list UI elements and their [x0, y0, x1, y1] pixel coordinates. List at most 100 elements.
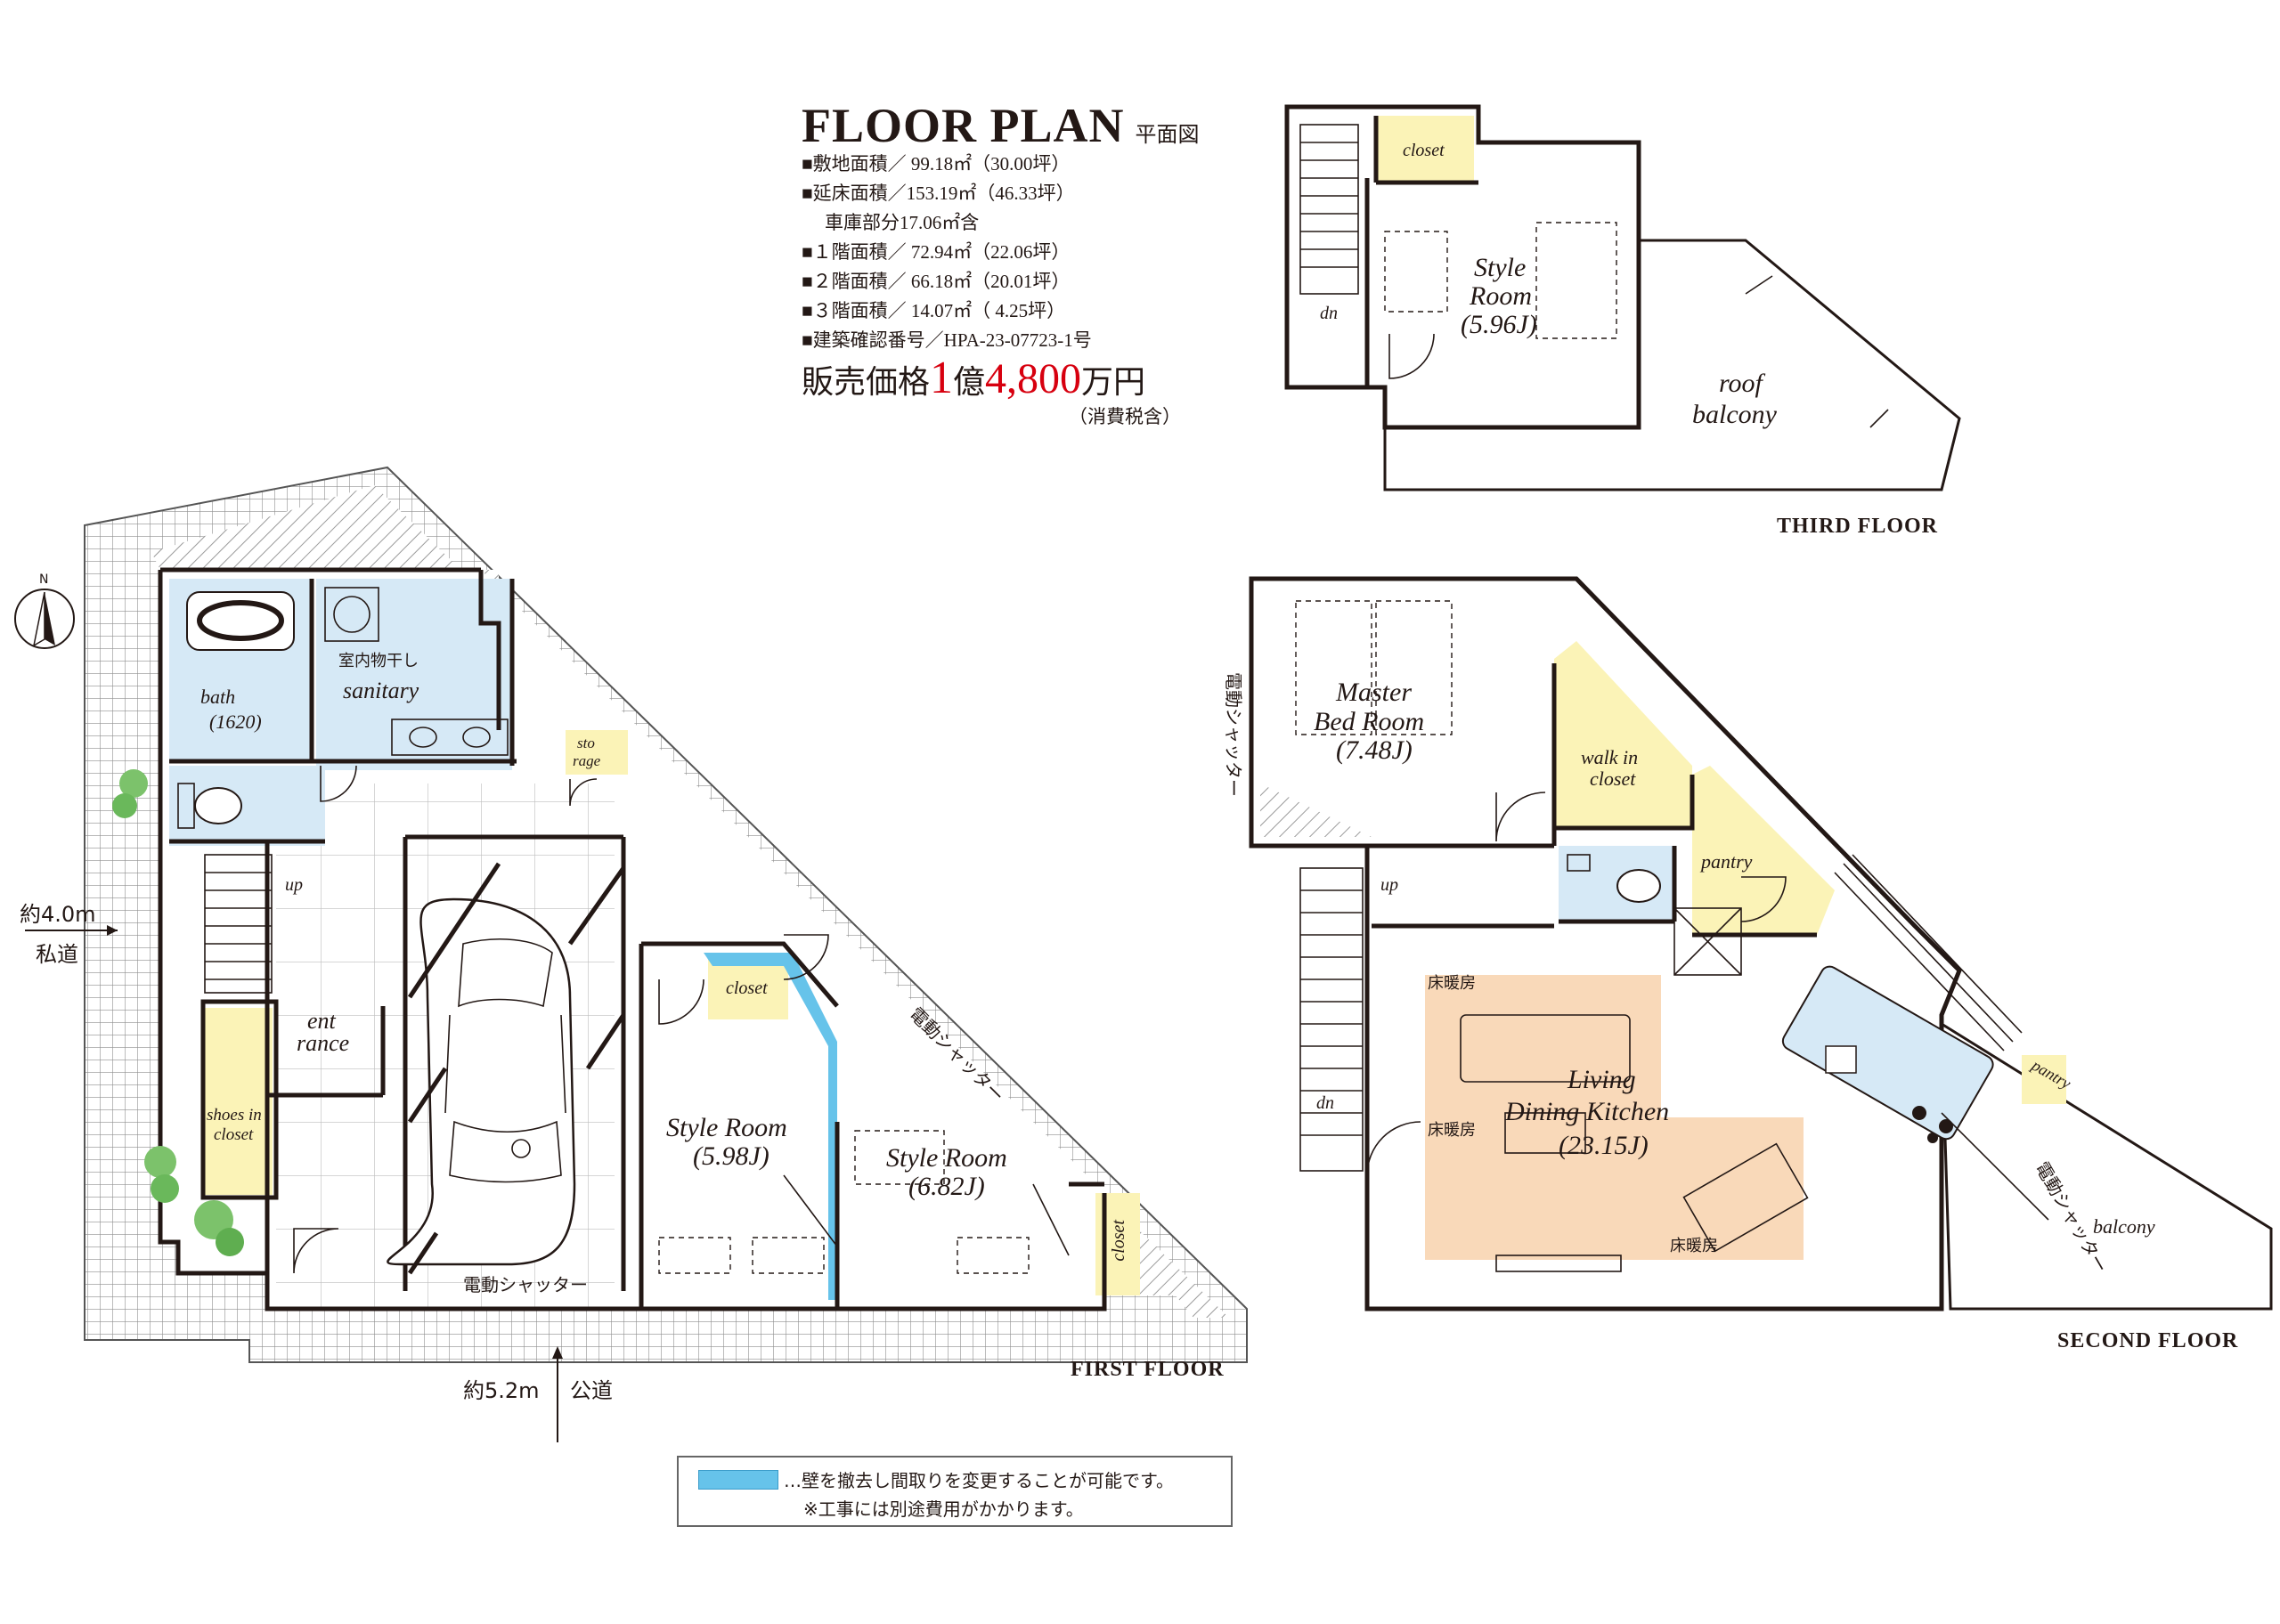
public-road-name: 公道 [570, 1378, 613, 1403]
stairs-3f [1299, 124, 1359, 295]
style-room-b-label: Style Room [886, 1143, 1007, 1173]
stairs-1f [204, 854, 273, 994]
toilet-area-1f [169, 766, 325, 846]
closet-3f-area [1376, 116, 1474, 183]
style-room-b-size: (6.82J) [908, 1172, 985, 1201]
ldk-size: (23.15J) [1559, 1131, 1649, 1160]
spec-2f-area: ■２階面積／ 66.18㎡（20.01坪） [802, 271, 1071, 292]
pantry-small-area [2022, 1055, 2066, 1104]
spec-permit-number: ■建築確認番号／HPA-23-07723-1号 [802, 329, 1092, 351]
first-floor: bath (1620) 室内物干し sanitary sto rage up e… [84, 466, 1248, 1381]
bathtub-icon [186, 591, 295, 651]
washbasin-icon [391, 719, 509, 756]
balcony-label: balcony [2093, 1215, 2155, 1238]
private-road-annotation: 約4.0m 私道 [20, 902, 118, 967]
master-corner-hatch [1260, 784, 1372, 837]
storage-label-2: rage [573, 752, 601, 769]
floor-heating-label-1: 床暖房 [1428, 974, 1476, 993]
closet-3f-label: closet [1403, 141, 1445, 160]
dn-label-3f: dn [1320, 304, 1338, 323]
floor-heating-area-2 [1661, 1117, 1804, 1260]
legend-box: …壁を撤去し間取りを変更することが可能です。 ※工事には別途費用がかかります。 [677, 1456, 1233, 1527]
bath-label: bath [200, 686, 235, 708]
up-label-1f: up [285, 875, 303, 895]
private-road-name: 私道 [36, 942, 78, 967]
closet-a-label: closet [726, 978, 768, 998]
price-man-number: 4,800 [985, 355, 1082, 402]
floor-heating-label-3: 床暖房 [1670, 1237, 1718, 1255]
shoes-closet-area [203, 1008, 273, 1195]
shoes-closet-label-2: closet [214, 1125, 254, 1144]
roof-balcony-label-2: balcony [1692, 400, 1778, 429]
ldk-label-2: Dining Kitchen [1504, 1097, 1669, 1126]
west-shutter-label: 電動シャッター [1223, 672, 1244, 797]
compass-icon: N [14, 572, 75, 649]
washing-machine-icon [324, 587, 379, 642]
sanitary-label: sanitary [343, 678, 419, 703]
second-floor: Master Bed Room (7.48J) walk in closet p… [1223, 576, 2273, 1352]
master-bedroom-label-2: Bed Room [1314, 707, 1424, 736]
style-room-3f-label-2: Room [1469, 281, 1532, 311]
price-prefix: 販売価格 [802, 364, 931, 400]
car-icon [387, 897, 576, 1266]
title-subtitle: 平面図 [1135, 124, 1200, 147]
parking-guide-lines [407, 862, 626, 1275]
up-label-2f: up [1380, 875, 1398, 895]
roof-balcony-outline [1383, 239, 1961, 491]
shutter-lines-2f [1834, 854, 2049, 1221]
spec-list: ■敷地面積／ 99.18㎡（30.00坪） ■延床面積／153.19㎡（46.3… [802, 150, 1092, 355]
walkin-closet-area [1554, 641, 1692, 828]
spec-site-area: ■敷地面積／ 99.18㎡（30.00坪） [802, 153, 1071, 175]
master-bedroom-size: (7.48J) [1336, 735, 1413, 765]
storage-area [566, 730, 628, 775]
toilet-icon-1f [177, 783, 242, 829]
legend-line-2: ※工事には別途費用がかかります。 [803, 1498, 1084, 1520]
dn-label-2f: dn [1316, 1093, 1334, 1113]
spec-total-floor-area: ■延床面積／153.19㎡（46.33坪） [802, 183, 1075, 204]
price-suffix: 万円 [1081, 364, 1146, 400]
entrance-label-1: ent [307, 1008, 337, 1034]
garage-shutter-label: 電動シャッター [463, 1274, 588, 1295]
desks-1f [658, 1130, 1070, 1274]
trees-icon [112, 769, 244, 1256]
sale-price: 販売価格1億4,800万円 [802, 352, 1145, 404]
compass-n-label: N [39, 572, 48, 587]
price-oku-number: 1 [930, 353, 954, 403]
spec-garage-note: 車庫部分17.06㎡含 [825, 212, 980, 233]
third-floor: closet Style Room (5.96J) dn roof balcon… [1284, 104, 1961, 538]
bed-1 [1295, 600, 1372, 735]
floor-heating-area-1 [1425, 975, 1661, 1260]
dining-table-icon [1682, 1142, 1809, 1253]
stairs-2f [1299, 867, 1364, 1172]
walkin-closet-label-2: closet [1590, 767, 1636, 790]
pantry-label: pantry [1699, 850, 1753, 873]
tax-note: （消費税含） [1069, 406, 1181, 427]
storage-label-1: sto [577, 735, 595, 751]
public-road-width: 約5.2m [463, 1378, 540, 1403]
drying-label: 室内物干し [338, 652, 419, 670]
toilet-icon-2f [1567, 854, 1661, 903]
first-floor-label: FIRST FLOOR [1071, 1358, 1225, 1381]
price-oku-unit: 億 [953, 364, 986, 400]
bed-2 [1375, 600, 1453, 735]
floor-heating-label-2: 床暖房 [1428, 1121, 1476, 1140]
sofa-icon [1460, 1014, 1631, 1083]
spec-1f-area: ■１階面積／ 72.94㎡（22.06坪） [802, 241, 1071, 263]
title-text: FLOOR PLAN [802, 99, 1125, 152]
closet-b-label: closet [1109, 1220, 1128, 1262]
private-road-width: 約4.0m [20, 902, 96, 927]
public-road-annotation: 約5.2m 公道 [463, 1346, 613, 1442]
walkin-closet-label-1: walk in [1581, 746, 1638, 768]
floor-plan-title: FLOOR PLAN 平面図 [802, 98, 1200, 153]
legend-line-1: …壁を撤去し間取りを変更することが可能です。 [784, 1470, 1174, 1491]
shoes-closet-label-1: shoes in [207, 1106, 262, 1125]
second-floor-label: SECOND FLOOR [2057, 1329, 2238, 1352]
style-room-a-size: (5.98J) [693, 1141, 770, 1171]
spec-3f-area: ■３階面積／ 14.07㎡（ 4.25坪） [802, 300, 1066, 321]
style-room-3f-size: (5.96J) [1461, 310, 1537, 339]
skylight-icon [1673, 907, 1742, 976]
master-bedroom-label-1: Master [1335, 678, 1412, 707]
door-swings-1f [293, 765, 829, 1274]
style-room-a-label: Style Room [666, 1113, 787, 1142]
